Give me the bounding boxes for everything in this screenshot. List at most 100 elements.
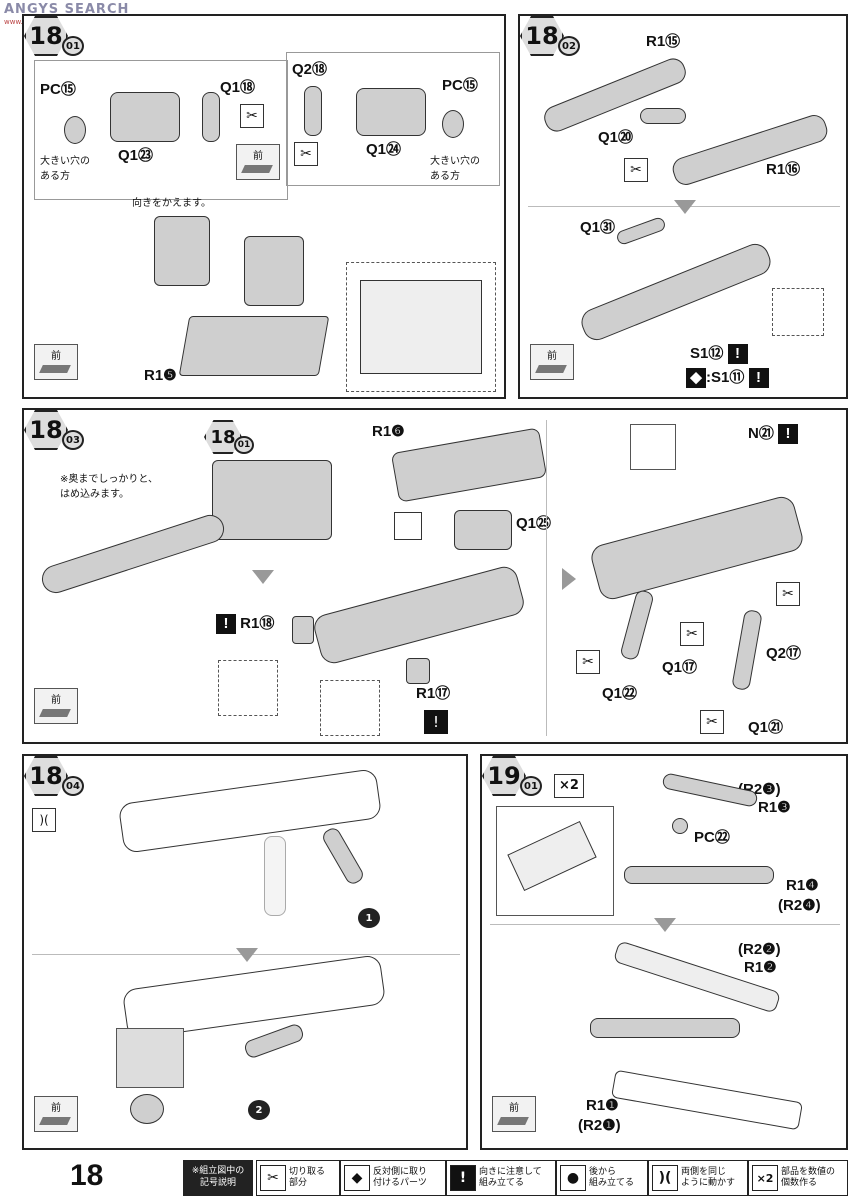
panel-step-18-03: 18 03 18 01 ※奥までしっかりと、 はめ込みます。 R1❻ Q1㉕ !… — [22, 408, 848, 744]
next-arrow — [236, 948, 258, 962]
part-r1-5 — [178, 316, 330, 376]
part-q1-31 — [615, 215, 667, 247]
label-r1-4: R1❹ — [786, 877, 819, 894]
next-arrow — [654, 918, 676, 932]
part-fin-assembly — [590, 1018, 740, 1038]
multiply-icon: ×2 — [752, 1165, 778, 1191]
part-r1-1 — [611, 1069, 803, 1131]
legend-from-back: ●後から 組み立てる — [556, 1160, 648, 1196]
part-leg-rotated — [320, 825, 366, 887]
part-q1-24 — [356, 88, 426, 136]
ref-step-sub-number: 01 — [234, 436, 254, 454]
caution-icon: ! — [748, 368, 769, 389]
label-q1-20: Q1⑳ — [598, 129, 634, 146]
part-r1-16 — [669, 111, 831, 189]
step-sub-number: 04 — [62, 776, 84, 796]
part-q1-24-assembled — [244, 236, 304, 306]
part-pc22 — [672, 818, 688, 834]
detail-view-box — [496, 806, 614, 916]
part-q1-17 — [619, 588, 655, 662]
part-18-01-assembly — [212, 460, 332, 540]
subassembly-right — [286, 52, 500, 186]
panel-step-19-01: 19 01 ×2 (R2❸) R1❸ PC㉒ R1❹ (R2❹) (R2❷) R… — [480, 754, 848, 1150]
label-r1-16: R1⑯ — [766, 161, 801, 178]
front-indicator: 前 — [34, 344, 78, 380]
part-q1-23-assembled — [154, 216, 210, 286]
nipper-icon: ✂ — [680, 622, 704, 646]
step-sub-number: 03 — [62, 430, 84, 450]
detail-view-box — [772, 288, 824, 336]
both-sides-icon: ◆ — [686, 368, 706, 389]
step-sub-number: 01 — [520, 776, 542, 796]
step-number: 18 — [520, 16, 564, 56]
label-r1-3: R1❸ — [758, 799, 791, 816]
next-arrow — [674, 200, 696, 214]
label-r1-6: R1❻ — [372, 423, 405, 440]
panel-step-18-02: 18 02 R1⑮ Q1⑳ R1⑯ ✂ Q1㉛ S1⑫ ! ◆:S1⑪ ! 前 — [518, 14, 848, 399]
from-back-icon: ● — [560, 1165, 586, 1191]
step-number: 18 — [24, 410, 68, 450]
label-r1-15: R1⑮ — [646, 33, 681, 50]
part-blade-assembled — [577, 239, 775, 345]
cut-icon: ✂ — [260, 1165, 286, 1191]
multiply-icon: ×2 — [554, 774, 584, 798]
detail-view-box — [346, 262, 496, 392]
label-q1-17: Q1⑰ — [662, 659, 698, 676]
part-r1-6 — [390, 427, 548, 503]
step-sub-number: 01 — [62, 36, 84, 56]
part-pc15-left — [64, 116, 86, 144]
part-q1-18 — [202, 92, 220, 142]
front-indicator: 前 — [492, 1096, 536, 1132]
watermark: ANGYS SEARCH — [4, 2, 130, 17]
detail-r1-17-box — [320, 680, 380, 736]
legend-move-both: )(両側を同じ ように動かす — [648, 1160, 748, 1196]
label-r1-18: ! R1⑱ — [216, 612, 274, 635]
label-n21: N㉑ ! — [748, 422, 799, 445]
label-s1-11: ◆:S1⑪ ! — [686, 366, 769, 389]
front-indicator: 前 — [34, 1096, 78, 1132]
caution-icon: ! — [727, 344, 748, 365]
divider — [546, 420, 547, 736]
part-leg-folded — [242, 1022, 306, 1060]
next-arrow — [562, 568, 576, 590]
legend-cut: ✂切り取る 部分 — [256, 1160, 340, 1196]
label-pc15-left: PC⑮ — [40, 81, 76, 98]
detail-view-box — [116, 1028, 184, 1088]
nipper-icon: ✂ — [294, 142, 318, 166]
part-r1-4 — [624, 866, 774, 884]
detail-n21-box — [630, 424, 676, 470]
legend-both-sides: ◆反対側に取り 付けるパーツ — [340, 1160, 446, 1196]
label-q1-22: Q1㉒ — [602, 685, 638, 702]
next-arrow — [252, 570, 274, 584]
front-indicator: 前 — [530, 344, 574, 380]
part-leg-faded — [264, 836, 286, 916]
part-q2-18 — [304, 86, 322, 136]
nipper-icon: ✂ — [700, 710, 724, 734]
label-r1-17: R1⑰ — [416, 685, 451, 702]
label-q1-18: Q1⑱ — [220, 79, 256, 96]
part-q2-17 — [731, 609, 763, 691]
part-q1-20 — [640, 108, 686, 124]
part-joint-detail — [130, 1094, 164, 1124]
caution-icon: ! — [216, 614, 236, 635]
part-q1-23 — [110, 92, 180, 142]
note-change-orientation: 向きをかえます。 — [132, 198, 211, 209]
nipper-icon: ✂ — [240, 104, 264, 128]
front-indicator-inset: 前 — [236, 144, 280, 180]
label-q2-18: Q2⑱ — [292, 61, 328, 78]
label-r2-2: (R2❷) — [738, 941, 781, 958]
rotation-step-1: 1 — [358, 908, 380, 928]
front-indicator: 前 — [34, 688, 78, 724]
step-sub-number: 02 — [558, 36, 580, 56]
note-large-hole-right: 大きい穴の ある方 — [430, 156, 480, 182]
label-q1-25: Q1㉕ — [516, 515, 552, 532]
label-pc22: PC㉒ — [694, 829, 730, 846]
part-final-assembly — [588, 493, 806, 603]
part-main-assembly — [311, 563, 527, 667]
caution-icon: ! — [450, 1165, 476, 1191]
detail-view-part — [360, 280, 482, 374]
panel-step-18-01: 18 01 PC⑮ Q1⑱ Q1㉓ 大きい穴の ある方 ✂ 前 Q2⑱ PC⑮ … — [22, 14, 506, 399]
subassembly-left — [34, 60, 288, 200]
note-large-hole-left: 大きい穴の ある方 — [40, 156, 90, 182]
